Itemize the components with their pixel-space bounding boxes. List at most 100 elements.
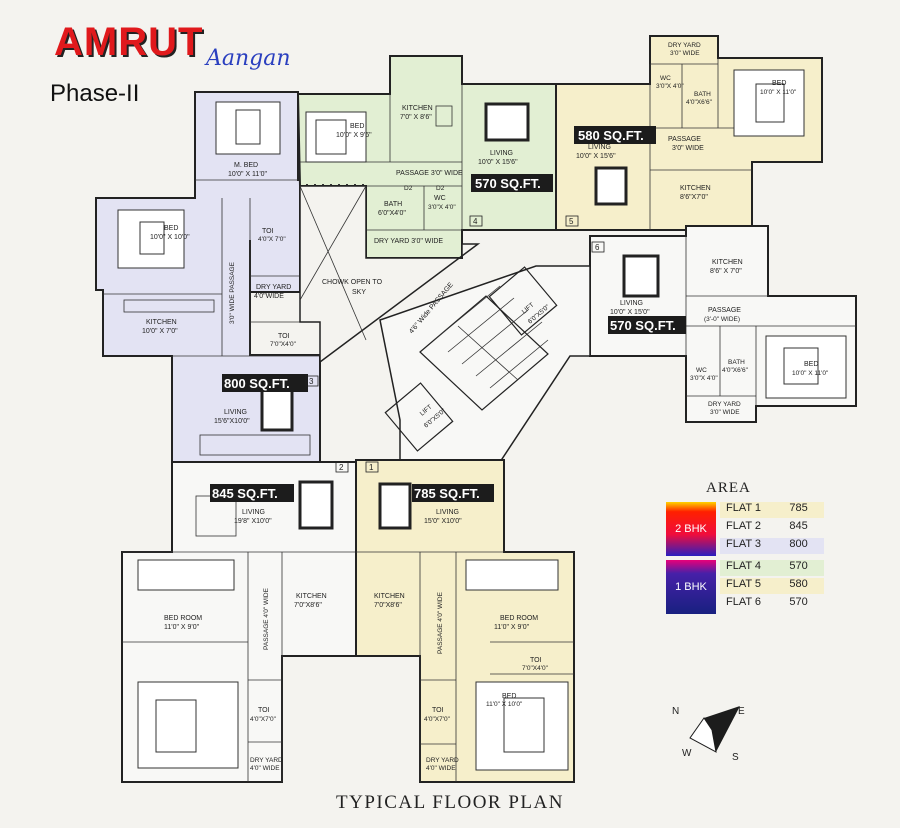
room-label: DRY YARD [256,284,291,291]
passage-label: PASSAGE 4'0" WIDE [263,587,270,650]
room-label: DRY YARD [668,42,701,49]
area-row-value: 800 [789,538,808,550]
flat-5 [555,35,823,231]
room-size: 3'0"X 4'0" [690,375,718,382]
flat-1 [355,459,575,783]
room-size: 3'0" WIDE [670,50,700,57]
area-badge-flat-6-bg [608,316,686,334]
room-size: 7'0"X8'6" [294,602,322,609]
room-label: WC [696,367,707,374]
room-label: BATH [384,201,402,208]
area-table-title: AREA [706,480,751,496]
room-size: 10'0" X 11'0" [228,171,268,178]
room-size: 15'6"X10'0" [214,418,250,425]
area-row-flat-5: FLAT 5 580 [720,578,824,594]
area-row-value: 570 [789,596,808,608]
area-row-flat-3: FLAT 3 800 [720,538,824,554]
flat-number-3: 3 [309,377,314,386]
compass-e: E [738,706,745,717]
area-row-flat: FLAT 1 [726,502,762,514]
passage-label: PASSAGE [668,136,701,143]
room-size: 4'0"X 7'0" [258,236,286,243]
room-label: TOI [432,707,444,714]
room-label: KITCHEN [146,319,177,326]
room-size: 7'0"X8'6" [374,602,402,609]
room-label: BED [164,225,178,232]
compass-w: W [682,748,692,759]
room-size: 19'8" X10'0" [234,518,272,525]
room-size: 11'0" X 9'0" [164,624,200,631]
flat-number-5: 5 [569,217,574,226]
chowk-label-line2: SKY [352,289,366,296]
room-size: 3'0" WIDE [710,409,740,416]
room-label: BATH [694,91,711,98]
room-size: 15'0" X10'0" [424,518,462,525]
area-badge-flat-3: 800 SQ.FT. [224,376,290,391]
flat-6 [589,225,857,423]
room-label: DRY YARD [426,757,459,764]
room-size: 10'0" X 11'0" [760,89,797,96]
area-row-value: 570 [789,560,808,572]
area-row-flat-2: FLAT 2 845 [720,520,824,536]
area-row-value: 785 [789,502,808,514]
room-size: 4'0"X7'0" [250,716,277,723]
brand-logo-subtext: Aangan [206,46,291,71]
room-label: BED [350,123,364,130]
room-label: KITCHEN [402,105,433,112]
brand-logo-text: AMRUT [54,20,204,64]
flat-number-4: 4 [473,217,478,226]
area-row-value: 845 [789,520,808,532]
room-size: 4'0"X7'0" [424,716,451,723]
area-badge-flat-5: 580 SQ.FT. [578,128,644,143]
room-label: TOI [262,228,274,235]
room-label: WC [660,75,671,82]
plan-title: TYPICAL FLOOR PLAN [336,792,564,813]
area-row-flat-1: FLAT 1 785 [720,502,824,518]
passage-label: PASSAGE [708,307,741,314]
area-badge-flat-5-bg [574,126,656,144]
area-badge-flat-3-bg [222,374,308,392]
room-label: BED ROOM [500,615,538,622]
room-label: LIVING [588,144,611,151]
area-badge-flat-4-bg [471,174,553,192]
area-row-flat: FLAT 4 [726,560,762,572]
area-badge-flat-2-bg [210,484,294,502]
room-size: 10'0" X 9'6" [336,132,372,139]
door-label: D2 [436,185,445,192]
room-size: 3'0"X 4'0" [428,204,456,211]
passage-label: 3'0" WIDE PASSAGE [229,261,236,324]
area-row-value: 580 [789,578,808,590]
room-label: TOI [530,657,542,664]
room-size: 4'0"WIDE [254,293,284,300]
room-size: 11'0" X 10'0" [486,701,523,708]
room-label: LIVING [620,300,643,307]
room-label: WC [434,195,446,202]
area-badge-flat-6: 570 SQ.FT. [610,318,676,333]
room-label: BED [502,693,516,700]
room-size: 8'6"X7'0" [680,194,708,201]
room-size: 7'0"X4'0" [522,665,549,672]
room-label: LIVING [224,409,247,416]
flat-3 [95,91,321,463]
room-size: 10'0" X 7'0" [142,328,178,335]
chowk-label: CHOWK OPEN TO [322,279,383,286]
room-size: 10'0" X 10'0" [150,234,190,241]
room-label: BED ROOM [164,615,202,622]
room-label: LIVING [242,509,265,516]
room-size: 6'0"X4'0" [378,210,406,217]
area-row-flat: FLAT 2 [726,520,762,532]
room-size: 4'0"X6'6" [686,99,713,106]
room-size: 3'0"X 4'0" [656,83,684,90]
room-size: 11'0" X 9'0" [494,624,530,631]
flat-number-2: 2 [339,463,344,472]
flat-4 [296,55,557,259]
room-label: BED [772,80,786,87]
room-label: TOI [258,707,270,714]
compass-n: N [672,706,679,717]
passage-label: PASSAGE 4'0" WIDE [437,591,444,654]
flat-number-1: 1 [369,463,374,472]
room-size: 4'0"X6'6" [722,367,749,374]
area-row-flat: FLAT 6 [726,596,762,608]
room-size: 8'6" X 7'0" [710,268,742,275]
